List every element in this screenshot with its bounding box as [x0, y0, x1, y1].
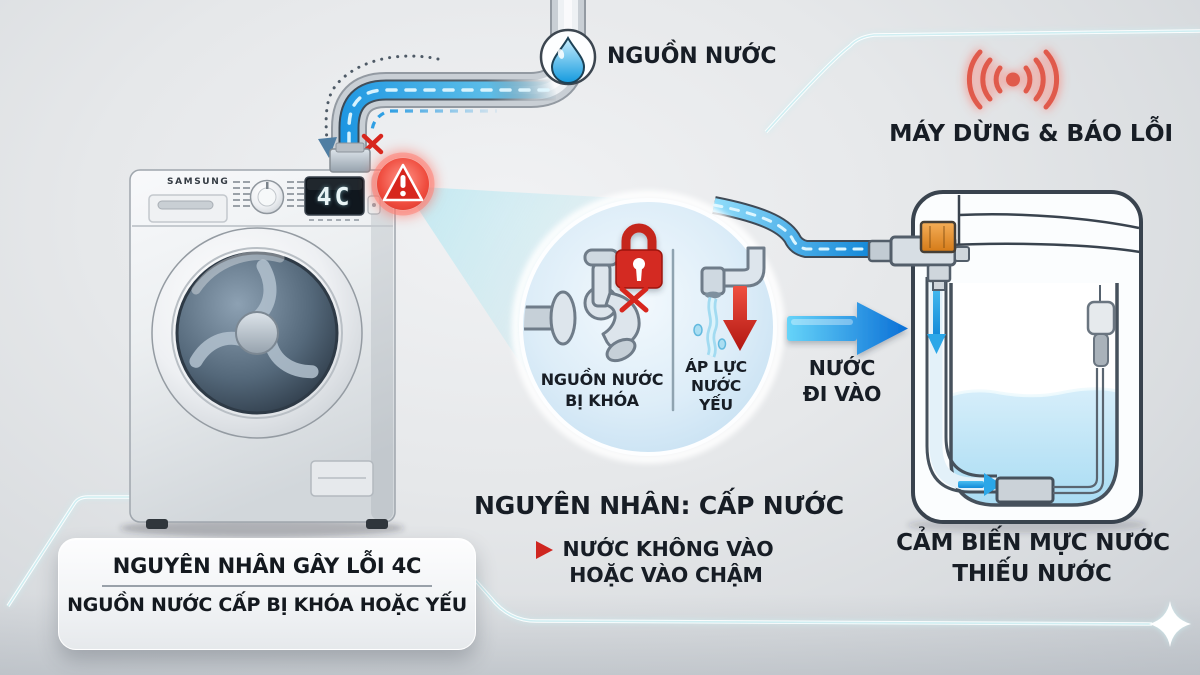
- machine-stop-label: MÁY DỪNG & BÁO LỖI: [889, 119, 1173, 147]
- washing-machine: [120, 142, 404, 537]
- right-arrow-icon: [958, 481, 984, 488]
- foot-right: [366, 519, 388, 529]
- foot-left: [146, 519, 168, 529]
- down-arrow-icon: [933, 284, 940, 336]
- cause-heading: NGUYÊN NHÂN: CẤP NƯỚC: [474, 491, 844, 520]
- brand-label: SAMSUNG: [167, 177, 230, 187]
- solenoid: [919, 220, 957, 254]
- warning-triangle-icon: [370, 151, 436, 217]
- down-arrow-icon: [723, 286, 757, 351]
- door: [151, 227, 363, 439]
- inlet-connector: [329, 142, 371, 173]
- padlock-icon: [615, 223, 663, 289]
- x-mark-icon: [619, 286, 649, 313]
- summary-title: NGUYÊN NHÂN GÂY LỖI 4C: [112, 554, 422, 578]
- pressure-chamber: [995, 476, 1055, 504]
- right-arrow-icon: [787, 302, 908, 355]
- inlet-valve: [867, 220, 970, 291]
- error-code-display: 4C: [316, 181, 353, 211]
- sensor-tube: [1053, 368, 1105, 495]
- faucet-weak-icon: [693, 246, 766, 358]
- water-drop-icon: [539, 28, 597, 86]
- summary-box: NGUYÊN NHÂN GÂY LỖI 4C NGUỒN NƯỚC CẤP BỊ…: [58, 538, 476, 650]
- blocked-flow-dashes: [361, 109, 497, 155]
- program-dial: [249, 179, 285, 215]
- water-source-label: NGUỒN NƯỚC: [607, 44, 777, 69]
- program-marks: [233, 181, 304, 207]
- summary-subtitle: NGUỒN NƯỚC CẤP BỊ KHÓA HOẶC YẾU: [67, 594, 467, 616]
- water-level-sensor: [1086, 285, 1116, 367]
- magnifier-bubble: [511, 190, 785, 464]
- detergent-drawer: [148, 194, 228, 223]
- sparkle-icon: [1149, 601, 1191, 647]
- bottom-drawer: [310, 460, 374, 497]
- summary-divider: [102, 585, 432, 587]
- fill-channel: [925, 277, 1002, 496]
- hose-to-valve: [712, 196, 874, 258]
- error-display: [304, 176, 365, 216]
- flow-dotted-arrow: [318, 54, 440, 158]
- decorative-lines: [6, 29, 1200, 626]
- signal-icon: [966, 49, 1060, 110]
- supply-pipe: [331, 0, 586, 170]
- water-tank: [867, 190, 1147, 533]
- display-button-marks: [309, 219, 359, 221]
- bullet-triangle-icon: [536, 541, 553, 559]
